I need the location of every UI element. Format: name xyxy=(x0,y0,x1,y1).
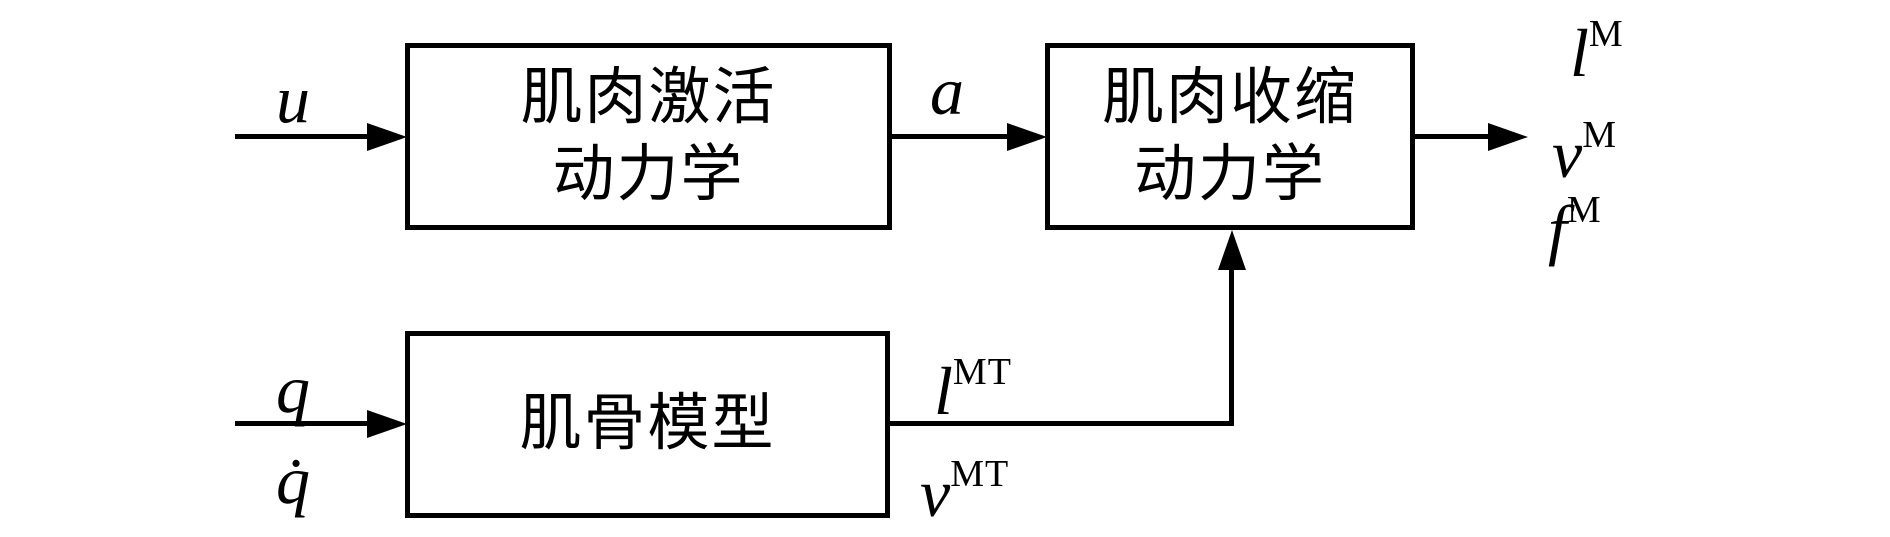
musculoskeletal-model-label: 肌骨模型 xyxy=(519,390,776,458)
activation-dynamics-label-line1: 肌肉激活 xyxy=(520,63,777,132)
contraction-dynamics-box: 肌肉收缩 动力学 xyxy=(1045,43,1415,230)
musculoskeletal-model-box: 肌骨模型 xyxy=(405,331,890,518)
contraction-dynamics-label-line2: 动力学 xyxy=(1133,140,1326,209)
signal-v-m-label: vM xyxy=(1552,114,1617,192)
signal-l-m-label: lM xyxy=(1570,13,1624,91)
signal-u-label: u xyxy=(276,61,310,137)
signal-l-mt-label: lMT xyxy=(934,351,1012,429)
activation-dynamics-label-line2: 动力学 xyxy=(552,140,745,209)
output-arrow-line xyxy=(1413,134,1491,139)
output-arrowhead-icon xyxy=(1488,123,1528,151)
a-arrow-line xyxy=(890,134,1010,139)
a-arrowhead-icon xyxy=(1007,123,1047,151)
mt-connector-horizontal-line xyxy=(888,421,1234,426)
q-arrowhead-icon xyxy=(367,410,407,438)
mt-connector-vertical-line xyxy=(1229,266,1234,426)
contraction-dynamics-label-line1: 肌肉收缩 xyxy=(1101,63,1358,132)
signal-a-label: a xyxy=(930,53,964,129)
u-arrow-line xyxy=(235,134,370,139)
activation-dynamics-box: 肌肉激活 动力学 xyxy=(405,43,892,230)
signal-q-dot-label: q̇ xyxy=(276,442,310,518)
signal-v-mt-label: vMT xyxy=(920,453,1010,531)
u-arrowhead-icon xyxy=(367,123,407,151)
q-arrow-line xyxy=(235,421,370,426)
signal-q-label: q xyxy=(276,351,310,427)
signal-f-m-label: fM xyxy=(1548,189,1602,267)
mt-connector-arrowhead-icon xyxy=(1218,230,1246,270)
